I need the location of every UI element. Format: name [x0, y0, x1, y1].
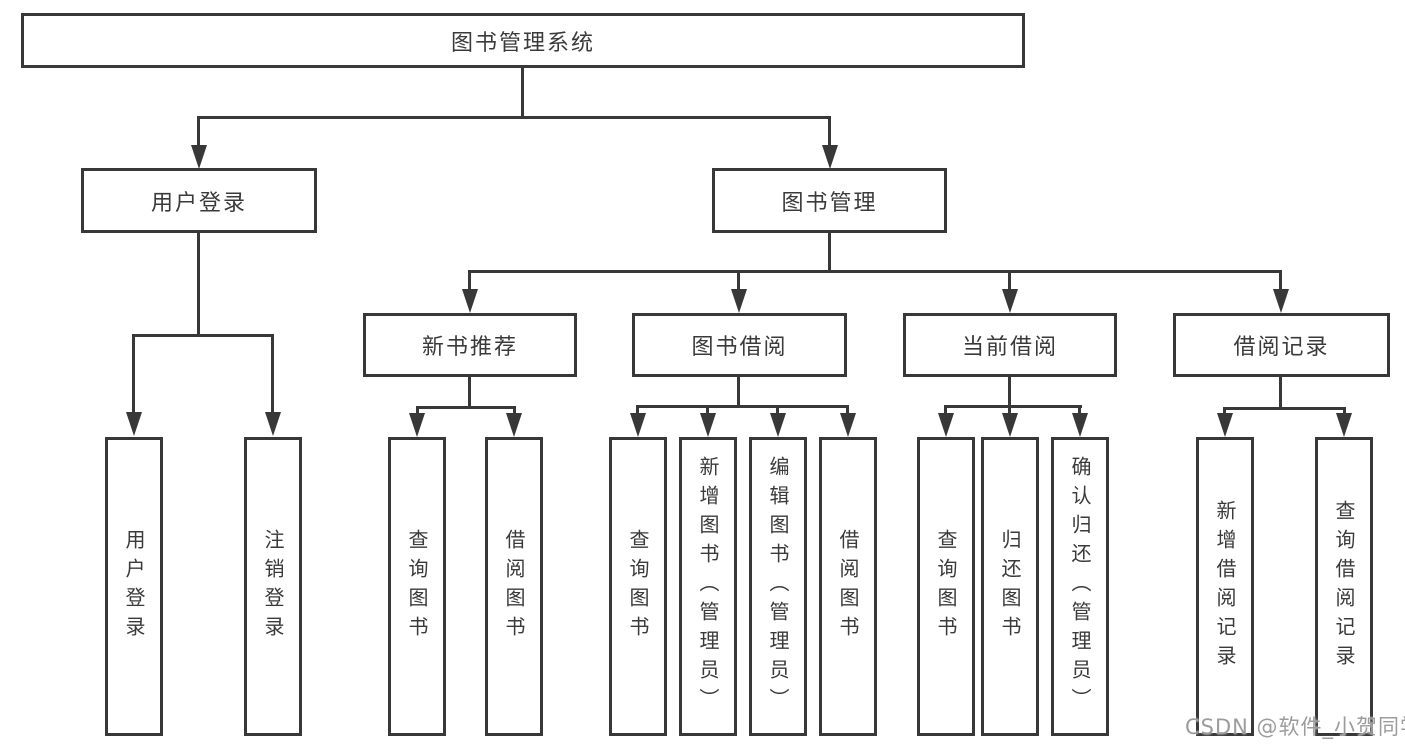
- connector-line: [1279, 270, 1282, 290]
- connector-line: [416, 406, 516, 409]
- connector-line: [521, 68, 524, 118]
- arrow-down-icon: [126, 412, 142, 436]
- leaf-borrow-book-1: 借阅图书: [485, 437, 543, 736]
- node-label: 新增图书（管理员）: [696, 456, 720, 717]
- arrow-down-icon: [630, 413, 646, 437]
- connector-line: [1008, 377, 1011, 407]
- arrow-down-icon: [938, 413, 954, 437]
- node-label: 用户登录: [122, 528, 146, 645]
- connector-line: [1008, 405, 1011, 415]
- connector-line: [271, 334, 274, 412]
- connector-line: [1008, 270, 1011, 290]
- connector-line: [197, 116, 200, 148]
- connector-line: [828, 233, 831, 272]
- connector-line: [1223, 407, 1346, 410]
- arrow-down-icon: [462, 289, 478, 313]
- arrow-down-icon: [731, 289, 747, 313]
- node-label: 借阅图书: [502, 528, 526, 645]
- node-current-borrow: 当前借阅: [903, 313, 1117, 377]
- arrow-down-icon: [822, 145, 838, 169]
- node-label: 编辑图书（管理员）: [766, 456, 790, 717]
- connector-line: [828, 116, 831, 148]
- connector-line: [1279, 377, 1282, 409]
- node-book-borrow: 图书借阅: [632, 313, 847, 377]
- connector-line: [706, 405, 709, 415]
- connector-line: [737, 270, 740, 290]
- arrow-down-icon: [1273, 289, 1289, 313]
- leaf-edit-book-admin: 编辑图书（管理员）: [749, 437, 807, 736]
- node-label: 新增借阅记录: [1213, 499, 1237, 674]
- node-label: 查询借阅记录: [1332, 499, 1356, 674]
- connector-line: [513, 406, 516, 415]
- arrow-down-icon: [1217, 413, 1233, 437]
- node-label: 用户登录: [150, 190, 247, 216]
- node-label: 借阅图书: [836, 528, 860, 645]
- leaf-confirm-return-admin: 确认归还（管理员）: [1051, 437, 1109, 736]
- node-label: 当前借阅: [961, 335, 1058, 360]
- node-label: 查询图书: [626, 528, 650, 645]
- connector-line: [197, 116, 831, 119]
- connector-line: [636, 405, 849, 408]
- node-label: 查询图书: [934, 528, 958, 645]
- connector-line: [776, 405, 779, 415]
- arrow-down-icon: [700, 413, 716, 437]
- connector-line: [468, 270, 471, 290]
- connector-line: [846, 405, 849, 415]
- node-book-management: 图书管理: [712, 168, 947, 233]
- leaf-user-login: 用户登录: [105, 437, 163, 736]
- node-label: 图书管理: [781, 190, 878, 216]
- arrow-down-icon: [770, 413, 786, 437]
- connector-line: [1343, 407, 1346, 415]
- connector-line: [636, 405, 639, 415]
- node-new-book-recommend: 新书推荐: [363, 313, 577, 377]
- arrow-down-icon: [1336, 413, 1352, 437]
- connector-line: [737, 377, 740, 407]
- arrow-down-icon: [1002, 413, 1018, 437]
- node-user-login: 用户登录: [81, 168, 317, 233]
- connector-line: [468, 377, 471, 408]
- leaf-logout: 注销登录: [244, 437, 302, 736]
- connector-line: [1223, 407, 1226, 415]
- leaf-query-borrow-record: 查询借阅记录: [1315, 437, 1373, 736]
- node-label: 借阅记录: [1233, 335, 1330, 360]
- connector-line: [416, 406, 419, 415]
- arrow-down-icon: [840, 413, 856, 437]
- arrow-down-icon: [1002, 289, 1018, 313]
- node-borrow-records: 借阅记录: [1173, 313, 1390, 377]
- arrow-down-icon: [1072, 413, 1088, 437]
- connector-line: [468, 270, 1282, 273]
- node-label: 归还图书: [998, 528, 1022, 645]
- leaf-query-book-2: 查询图书: [609, 437, 667, 736]
- watermark-text: CSDN @软件_小贺同学: [1185, 715, 1405, 739]
- connector-line: [197, 233, 200, 336]
- connector-line: [944, 405, 1082, 408]
- node-root: 图书管理系统: [21, 13, 1025, 68]
- leaf-add-borrow-record: 新增借阅记录: [1196, 437, 1254, 736]
- arrow-down-icon: [409, 413, 425, 437]
- leaf-query-book-3: 查询图书: [917, 437, 975, 736]
- leaf-borrow-book-2: 借阅图书: [819, 437, 877, 736]
- node-label: 图书借阅: [691, 335, 788, 360]
- leaf-return-book: 归还图书: [981, 437, 1039, 736]
- node-label: 新书推荐: [421, 335, 518, 360]
- connector-line: [132, 334, 274, 337]
- node-label: 图书管理系统: [450, 30, 595, 56]
- leaf-query-book-1: 查询图书: [388, 437, 446, 736]
- connector-line: [944, 405, 947, 415]
- arrow-down-icon: [265, 412, 281, 436]
- node-label: 查询图书: [405, 528, 429, 645]
- arrow-down-icon: [191, 145, 207, 169]
- arrow-down-icon: [506, 413, 522, 437]
- node-label: 注销登录: [261, 528, 285, 645]
- connector-line: [132, 334, 135, 412]
- node-label: 确认归还（管理员）: [1068, 456, 1092, 717]
- connector-line: [1078, 405, 1081, 415]
- leaf-add-book-admin: 新增图书（管理员）: [679, 437, 737, 736]
